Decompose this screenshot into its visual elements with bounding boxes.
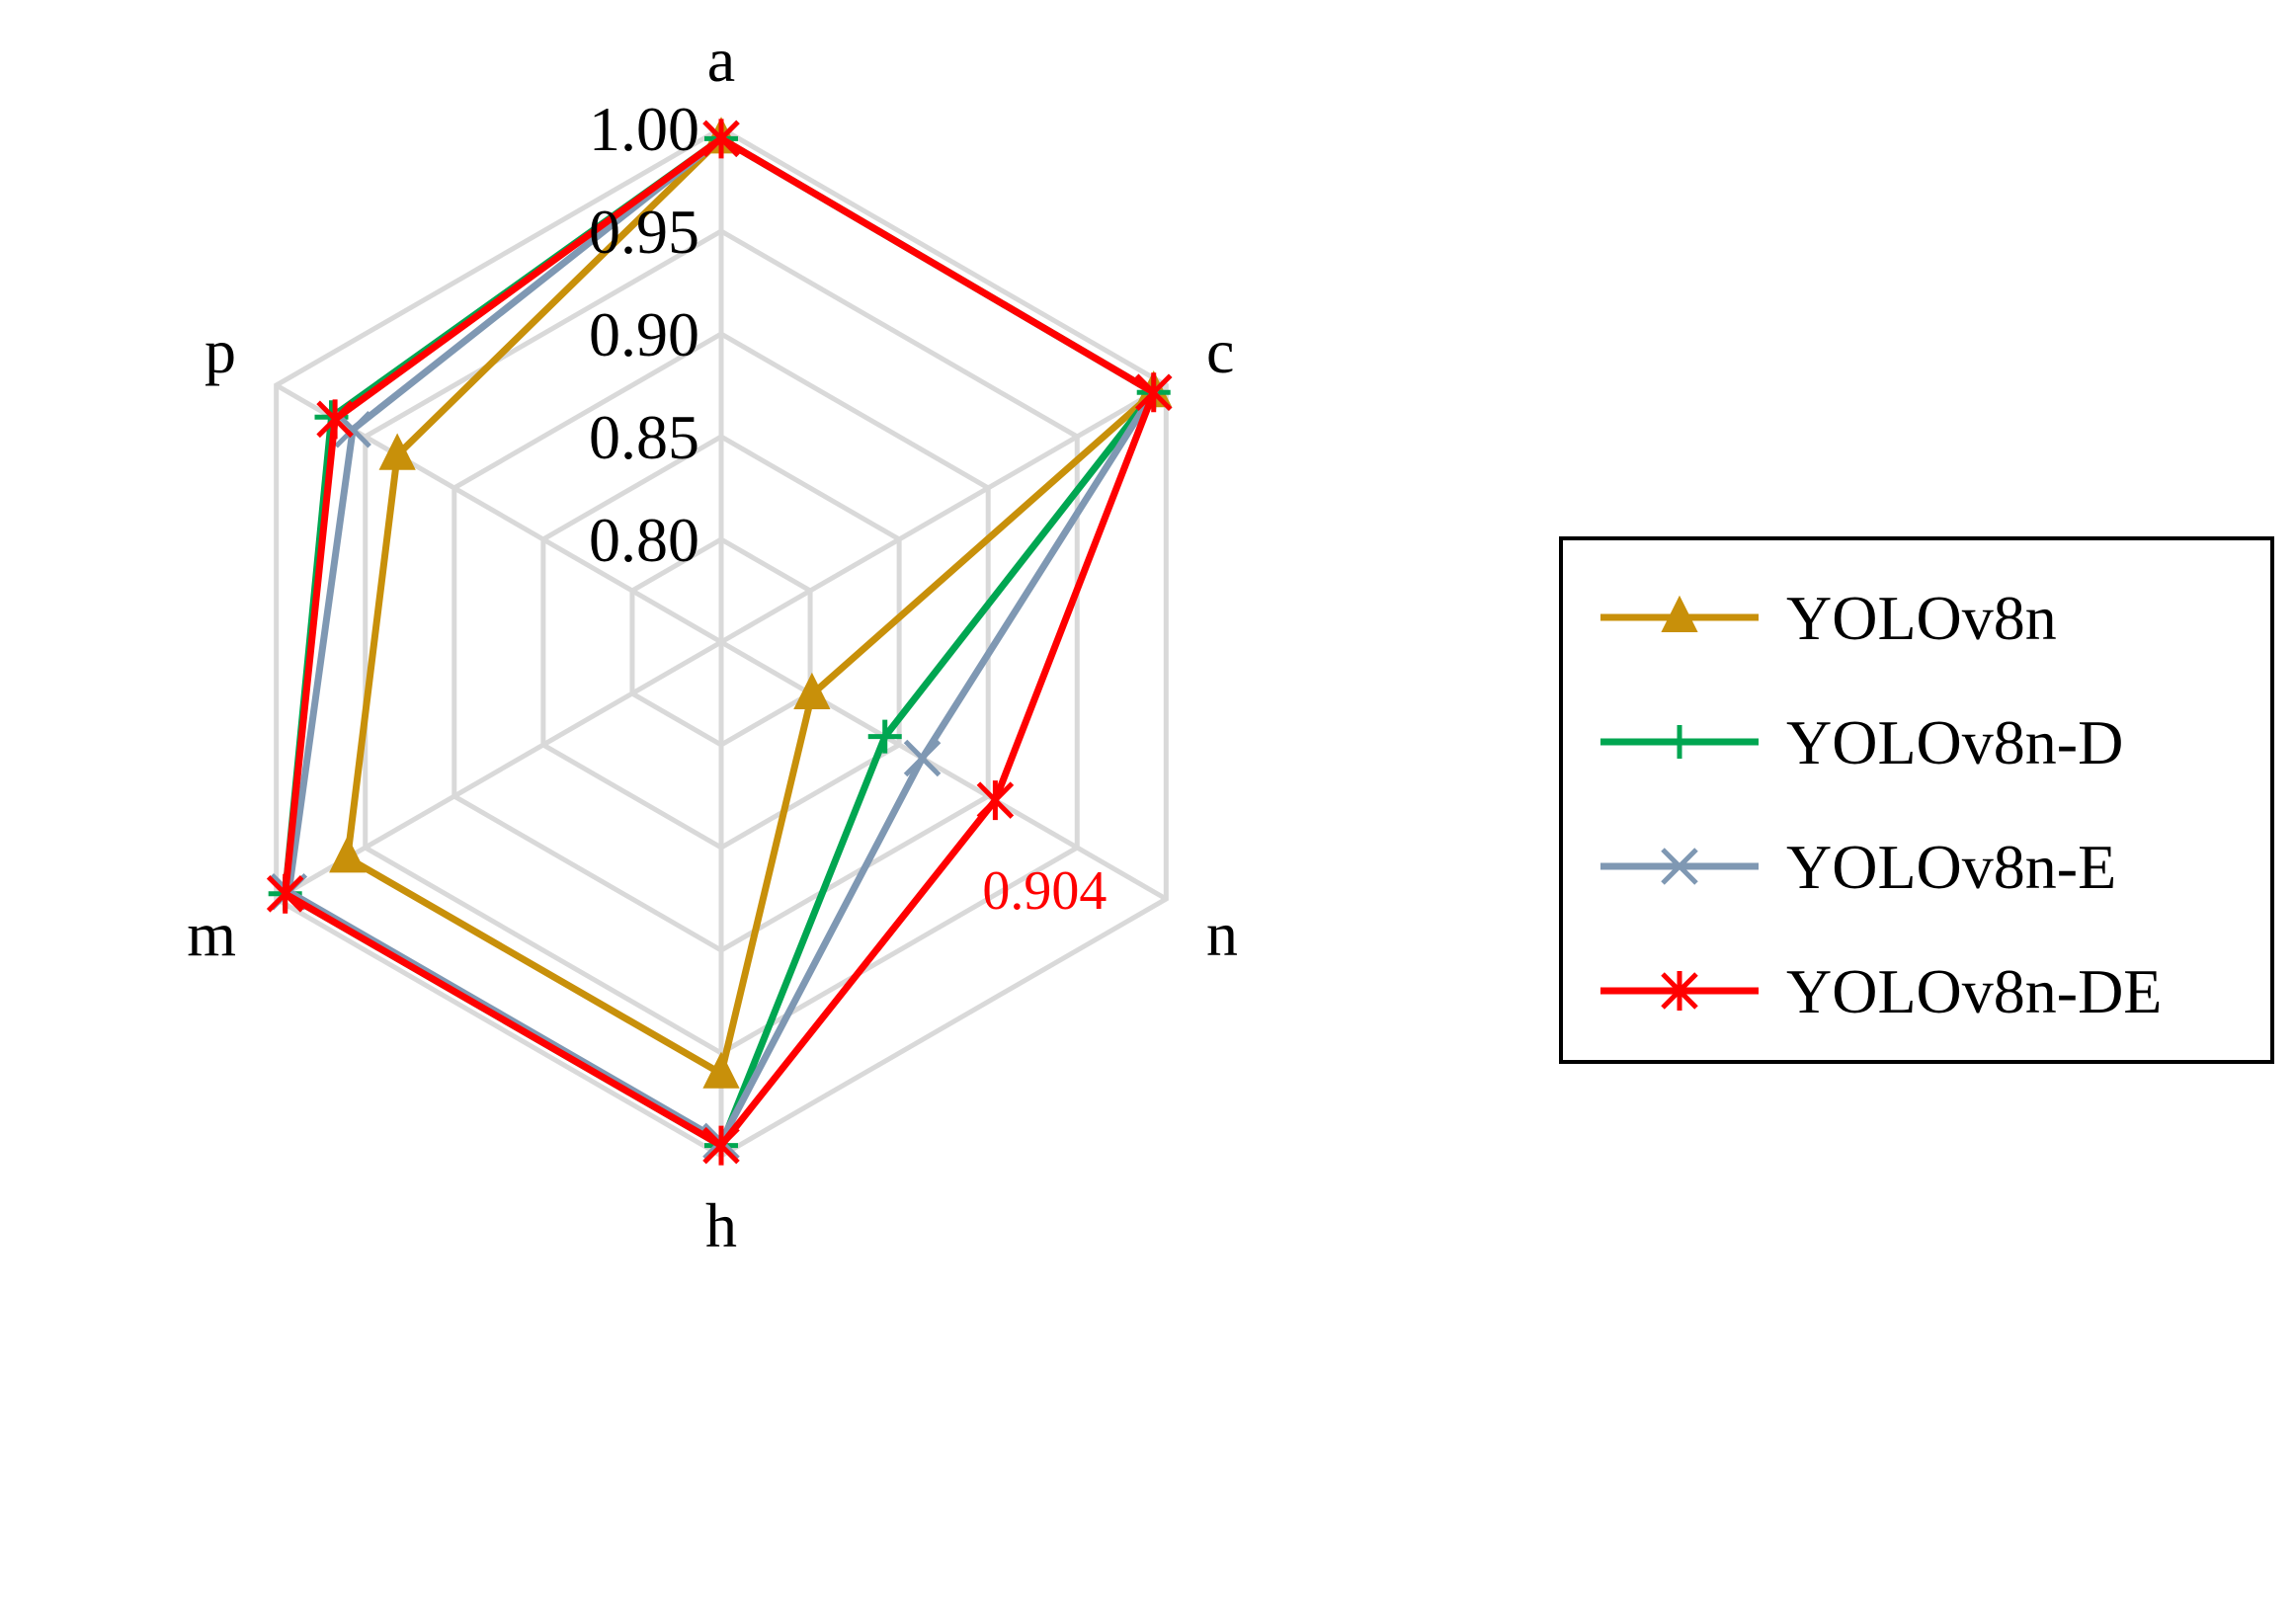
legend-item-YOLOv8n-DE: YOLOv8n-DE: [1600, 956, 2162, 1026]
axis-label-n: n: [1206, 899, 1238, 969]
data-point-c: [1134, 372, 1173, 413]
tick-label: 0.90: [589, 299, 699, 369]
legend-item-YOLOv8n: YOLOv8n: [1600, 583, 2057, 653]
radar-grid: [274, 125, 1169, 1159]
axis-label-a: a: [707, 25, 735, 95]
data-point-h: [702, 1125, 740, 1166]
tick-label: 1.00: [589, 94, 699, 164]
annotations: 0.904: [982, 860, 1107, 922]
data-point-n: [976, 780, 1015, 821]
legend-item-YOLOv8n-E: YOLOv8n-E: [1600, 832, 2116, 902]
legend-marker: [1661, 595, 1698, 632]
tick-label: 0.95: [589, 197, 699, 267]
legend-marker: [1661, 848, 1698, 885]
series-layer: [266, 117, 1173, 1166]
data-point-p: [316, 399, 354, 440]
legend-label: YOLOv8n-D: [1786, 707, 2123, 777]
data-point-m: [329, 836, 367, 873]
data-point-n: [867, 719, 902, 754]
legend-label: YOLOv8n-DE: [1786, 956, 2162, 1026]
data-point-p: [378, 433, 416, 470]
axis-label-m: m: [187, 899, 236, 969]
grid-spoke-n: [719, 639, 1168, 902]
legend-label: YOLOv8n: [1786, 583, 2057, 653]
data-point-n: [793, 672, 831, 710]
grid-spoke-c: [719, 382, 1168, 645]
axis-label-c: c: [1206, 316, 1234, 386]
legend-marker: [1661, 971, 1698, 1011]
data-point-a: [702, 119, 740, 159]
annotation-label: 0.904: [982, 860, 1107, 922]
legend-marker: [1663, 725, 1696, 759]
series-YOLOv8n-DE: [266, 119, 1173, 1166]
axis-label-h: h: [705, 1190, 737, 1260]
data-point-m: [266, 873, 304, 914]
tick-label: 0.85: [589, 402, 699, 472]
data-point-h: [702, 1051, 740, 1089]
tick-labels: 0.80 0.85 0.90 0.95 1.00: [589, 94, 699, 575]
axis-labels: a c n h m p: [187, 25, 1238, 1260]
legend-item-YOLOv8n-D: YOLOv8n-D: [1600, 707, 2123, 777]
axis-label-p: p: [205, 316, 236, 386]
legend-label: YOLOv8n-E: [1786, 832, 2116, 902]
tick-label: 0.80: [589, 505, 699, 575]
data-point-n: [903, 739, 942, 777]
